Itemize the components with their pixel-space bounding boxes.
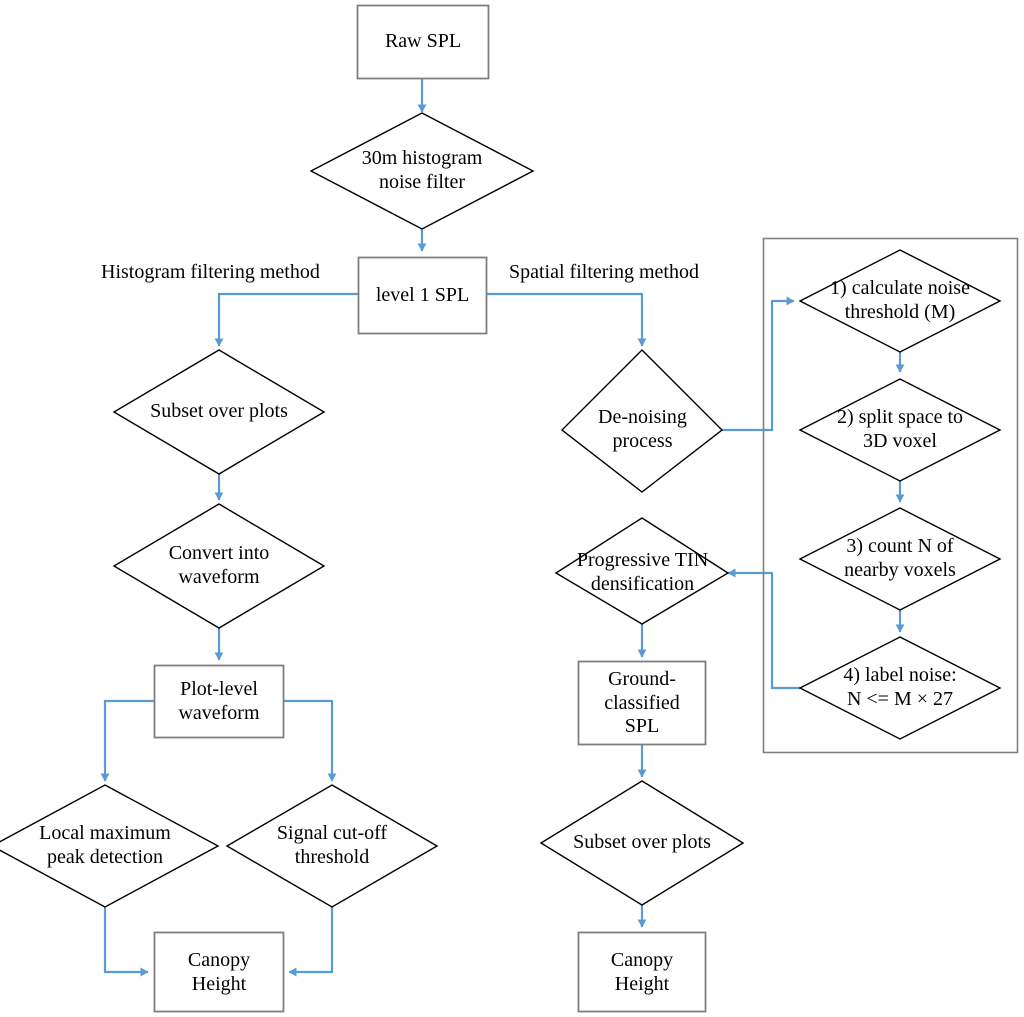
node-step-3-count[interactable] <box>798 507 1002 611</box>
node-convert-into-waveform[interactable] <box>112 503 326 629</box>
edge-cutoff-to-canopy <box>288 907 334 977</box>
edge-level1-to-denoise <box>486 292 647 347</box>
edge-plotlevel-to-localmax <box>100 699 154 782</box>
node-step-2-voxel[interactable] <box>798 378 1002 482</box>
node-subset-over-plots-right[interactable] <box>539 780 745 906</box>
node-noise-filter[interactable] <box>309 112 535 230</box>
node-de-noising-process[interactable] <box>560 349 724 493</box>
edge-plotlevel-to-cutoff <box>283 699 337 782</box>
edge-localmax-to-canopy <box>103 907 149 977</box>
connector-group <box>100 78 905 977</box>
node-subset-over-plots-left[interactable] <box>112 349 326 475</box>
spatial-method-label: Spatial filtering method <box>509 261 699 283</box>
node-shape-group <box>0 4 1002 1013</box>
node-level1-spl[interactable] <box>357 256 488 335</box>
node-ground-classified-spl[interactable] <box>577 660 707 746</box>
node-step-4-label[interactable] <box>798 636 1002 740</box>
edge-step4-to-tin <box>727 568 800 690</box>
node-canopy-height-left[interactable] <box>153 931 285 1013</box>
node-local-maximum-peak[interactable] <box>0 784 220 908</box>
edge-denoise-to-step1 <box>722 296 795 432</box>
edge-level1-to-subset <box>214 292 359 347</box>
spatial-steps-panel <box>762 237 1019 754</box>
node-signal-cutoff[interactable] <box>225 784 439 908</box>
node-raw-spl[interactable] <box>356 4 490 80</box>
node-step-1-threshold[interactable] <box>798 249 1002 353</box>
node-plot-level-waveform[interactable] <box>153 664 285 739</box>
node-canopy-height-right[interactable] <box>577 931 707 1013</box>
histogram-method-label: Histogram filtering method <box>101 261 320 283</box>
node-progressive-tin[interactable] <box>554 517 730 625</box>
